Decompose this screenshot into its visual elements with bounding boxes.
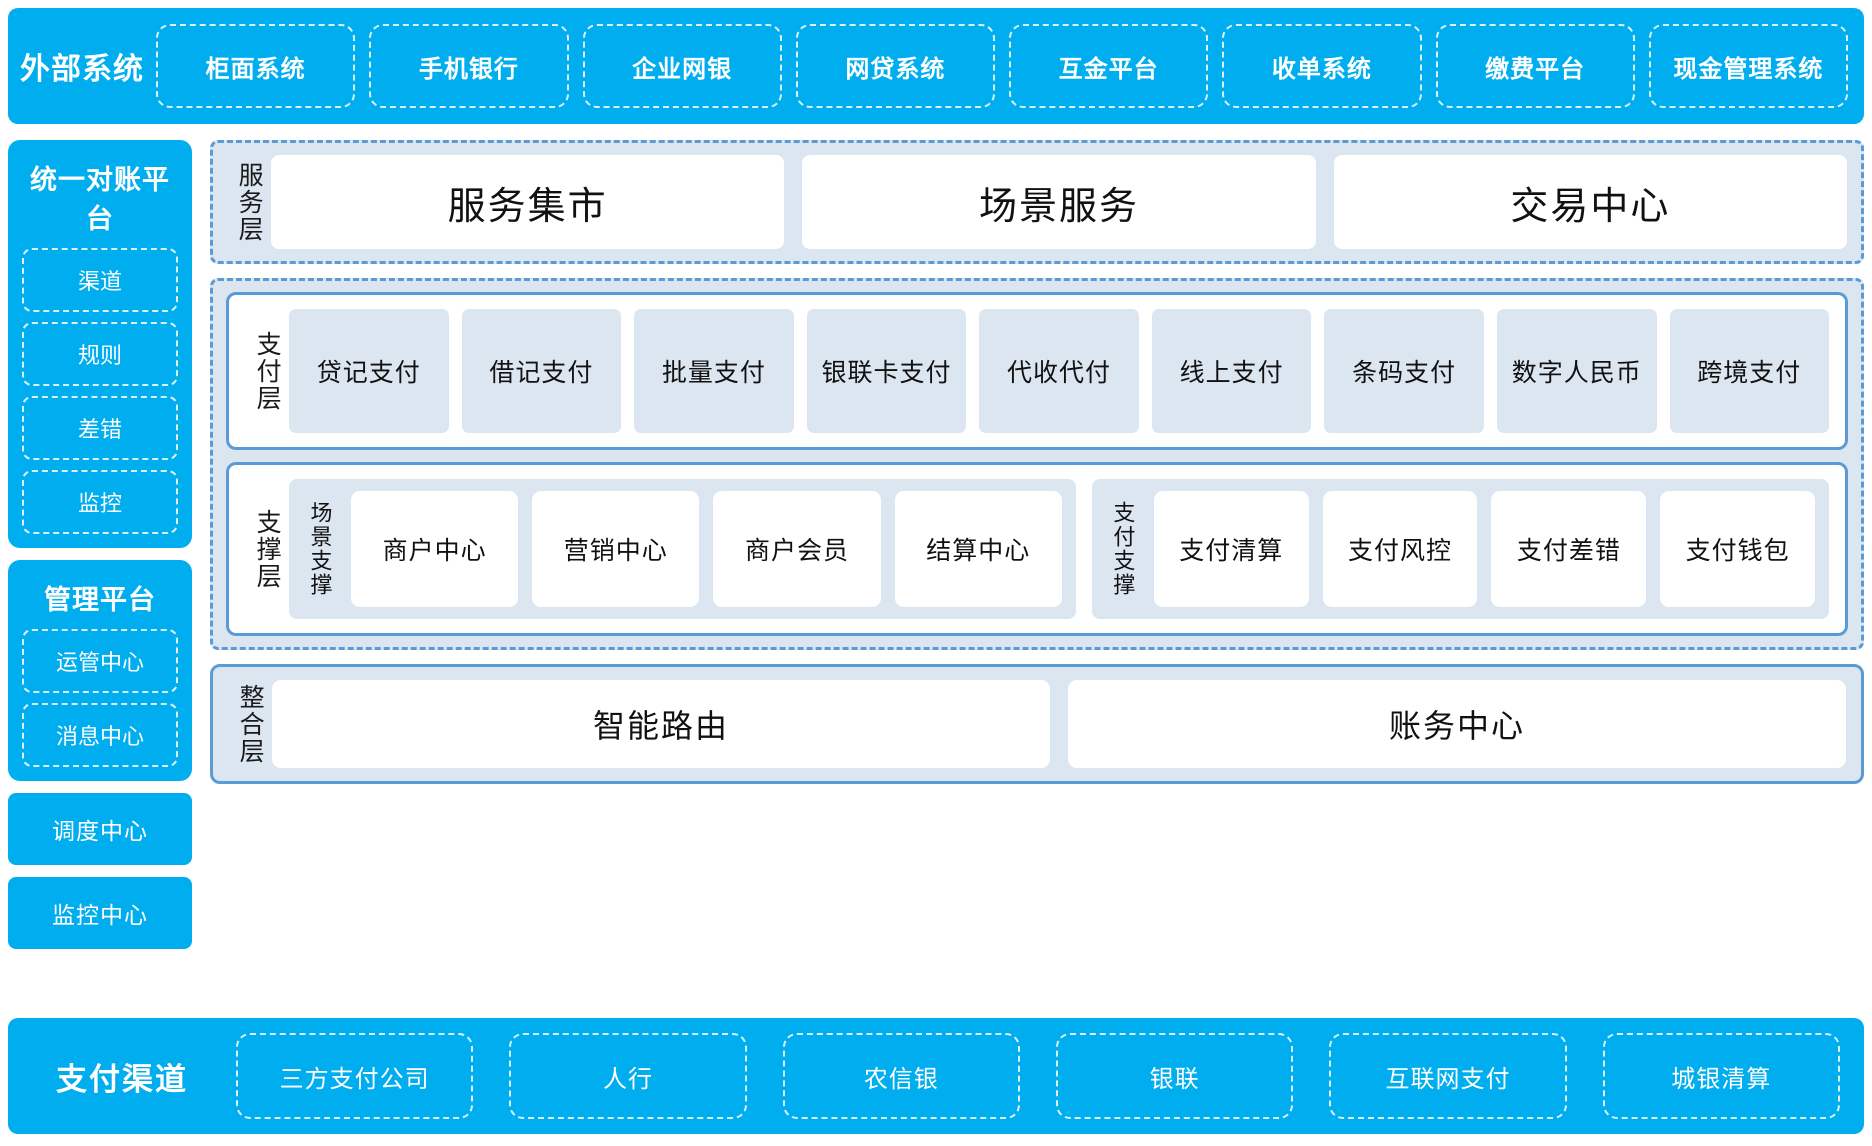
external-system-item-5[interactable]: 收单系统 xyxy=(1222,24,1422,108)
service-card-marketplace[interactable]: 服务集市 xyxy=(271,155,785,249)
external-system-item-7[interactable]: 现金管理系统 xyxy=(1648,24,1848,108)
external-systems-bar: 外部系统 柜面系统 手机银行 企业网银 网贷系统 互金平台 收单系统 缴费平台 … xyxy=(8,8,1864,124)
payment-support-wrapper: 支付层 贷记支付 借记支付 批量支付 银联卡支付 代收代付 线上支付 条码支付 … xyxy=(210,278,1864,650)
reconciliation-item-monitor[interactable]: 监控 xyxy=(22,470,178,534)
support-group-payment: 支付支撑 支付清算 支付风控 支付差错 支付钱包 xyxy=(1091,479,1829,619)
payment-channel-item-0[interactable]: 三方支付公司 xyxy=(236,1033,474,1119)
external-system-item-0[interactable]: 柜面系统 xyxy=(156,24,356,108)
support-layer-label: 支撑层 xyxy=(253,508,282,590)
main-layers: 服务层 服务集市 场景服务 交易中心 支付层 贷记支付 借记支付 批量支付 银联… xyxy=(210,140,1864,784)
payment-channels-title: 支付渠道 xyxy=(56,1061,188,1097)
support-layer-groups: 场景支撑 商户中心 营销中心 商户会员 结算中心 支付支撑 支付清算 支付风控 … xyxy=(289,479,1829,619)
payment-card-cross-border[interactable]: 跨境支付 xyxy=(1669,309,1830,433)
external-systems-title: 外部系统 xyxy=(20,53,144,86)
panel-management-platform: 管理平台 运管中心 消息中心 xyxy=(8,560,192,781)
integration-layer-cards: 智能路由 账务中心 xyxy=(272,680,1846,768)
integration-layer-label: 整合层 xyxy=(236,683,265,765)
payment-card-debit[interactable]: 借记支付 xyxy=(461,309,622,433)
reconciliation-item-channel[interactable]: 渠道 xyxy=(22,248,178,312)
panel-unified-reconciliation: 统一对账平台 渠道 规则 差错 监控 xyxy=(8,140,192,548)
payment-card-collect-pay[interactable]: 代收代付 xyxy=(979,309,1139,433)
left-sidebar: 统一对账平台 渠道 规则 差错 监控 管理平台 运管中心 消息中心 调度中心 监… xyxy=(8,140,192,961)
support-card-merchant-center[interactable]: 商户中心 xyxy=(351,491,519,607)
support-card-payment-error[interactable]: 支付差错 xyxy=(1491,491,1647,607)
management-item-operations[interactable]: 运管中心 xyxy=(22,629,178,693)
sidebar-block-monitoring[interactable]: 监控中心 xyxy=(8,877,192,949)
reconciliation-item-rule[interactable]: 规则 xyxy=(22,322,178,386)
service-layer-label: 服务层 xyxy=(235,161,264,243)
support-group-scenario: 场景支撑 商户中心 营销中心 商户会员 结算中心 xyxy=(289,479,1076,619)
external-system-item-3[interactable]: 网贷系统 xyxy=(795,24,995,108)
sidebar-block-scheduling[interactable]: 调度中心 xyxy=(8,793,192,865)
service-card-scenario[interactable]: 场景服务 xyxy=(802,155,1316,249)
support-card-settlement-center[interactable]: 结算中心 xyxy=(894,491,1062,607)
service-card-transaction[interactable]: 交易中心 xyxy=(1333,155,1847,249)
support-card-merchant-member[interactable]: 商户会员 xyxy=(713,491,881,607)
support-card-marketing-center[interactable]: 营销中心 xyxy=(532,491,700,607)
payment-channel-item-5[interactable]: 城银清算 xyxy=(1602,1033,1840,1119)
integration-card-account-center[interactable]: 账务中心 xyxy=(1068,680,1846,768)
external-systems-list: 柜面系统 手机银行 企业网银 网贷系统 互金平台 收单系统 缴费平台 现金管理系… xyxy=(156,24,1864,108)
external-system-item-1[interactable]: 手机银行 xyxy=(369,24,569,108)
support-layer: 支撑层 场景支撑 商户中心 营销中心 商户会员 结算中心 支付支撑 支付清算 支… xyxy=(226,462,1848,636)
reconciliation-item-error[interactable]: 差错 xyxy=(22,396,178,460)
service-layer-cards: 服务集市 场景服务 交易中心 xyxy=(271,155,1847,249)
external-system-item-4[interactable]: 互金平台 xyxy=(1009,24,1209,108)
payment-channels-bar: 支付渠道 三方支付公司 人行 农信银 银联 互联网支付 城银清算 xyxy=(8,1018,1864,1134)
support-card-payment-clearing[interactable]: 支付清算 xyxy=(1153,491,1309,607)
payment-card-credit[interactable]: 贷记支付 xyxy=(289,309,449,433)
payment-card-barcode[interactable]: 条码支付 xyxy=(1324,309,1484,433)
integration-card-smart-routing[interactable]: 智能路由 xyxy=(272,680,1050,768)
external-system-item-2[interactable]: 企业网银 xyxy=(582,24,782,108)
payment-channel-item-2[interactable]: 农信银 xyxy=(782,1033,1020,1119)
integration-layer: 整合层 智能路由 账务中心 xyxy=(210,664,1864,784)
panel-title-management: 管理平台 xyxy=(44,585,156,615)
service-layer: 服务层 服务集市 场景服务 交易中心 xyxy=(210,140,1864,264)
support-group-payment-label: 支付支撑 xyxy=(1110,501,1136,597)
panel-title-reconciliation: 统一对账平台 xyxy=(30,165,170,234)
external-system-item-6[interactable]: 缴费平台 xyxy=(1435,24,1635,108)
payment-layer: 支付层 贷记支付 借记支付 批量支付 银联卡支付 代收代付 线上支付 条码支付 … xyxy=(226,292,1848,450)
payment-card-unionpay[interactable]: 银联卡支付 xyxy=(806,309,967,433)
support-group-scenario-label: 场景支撑 xyxy=(307,501,333,597)
payment-channel-item-3[interactable]: 银联 xyxy=(1055,1033,1294,1119)
support-card-payment-wallet[interactable]: 支付钱包 xyxy=(1660,491,1816,607)
payment-layer-label: 支付层 xyxy=(253,330,282,412)
payment-channel-item-4[interactable]: 互联网支付 xyxy=(1329,1033,1567,1119)
payment-layer-cards: 贷记支付 借记支付 批量支付 银联卡支付 代收代付 线上支付 条码支付 数字人民… xyxy=(289,309,1830,433)
payment-channel-item-1[interactable]: 人行 xyxy=(509,1033,747,1119)
management-item-message[interactable]: 消息中心 xyxy=(22,703,178,767)
payment-card-batch[interactable]: 批量支付 xyxy=(634,309,794,433)
payment-card-digital-rmb[interactable]: 数字人民币 xyxy=(1496,309,1657,433)
support-card-payment-risk[interactable]: 支付风控 xyxy=(1322,491,1478,607)
payment-channels-list: 三方支付公司 人行 农信银 银联 互联网支付 城银清算 xyxy=(236,1033,1864,1119)
payment-card-online[interactable]: 线上支付 xyxy=(1151,309,1312,433)
